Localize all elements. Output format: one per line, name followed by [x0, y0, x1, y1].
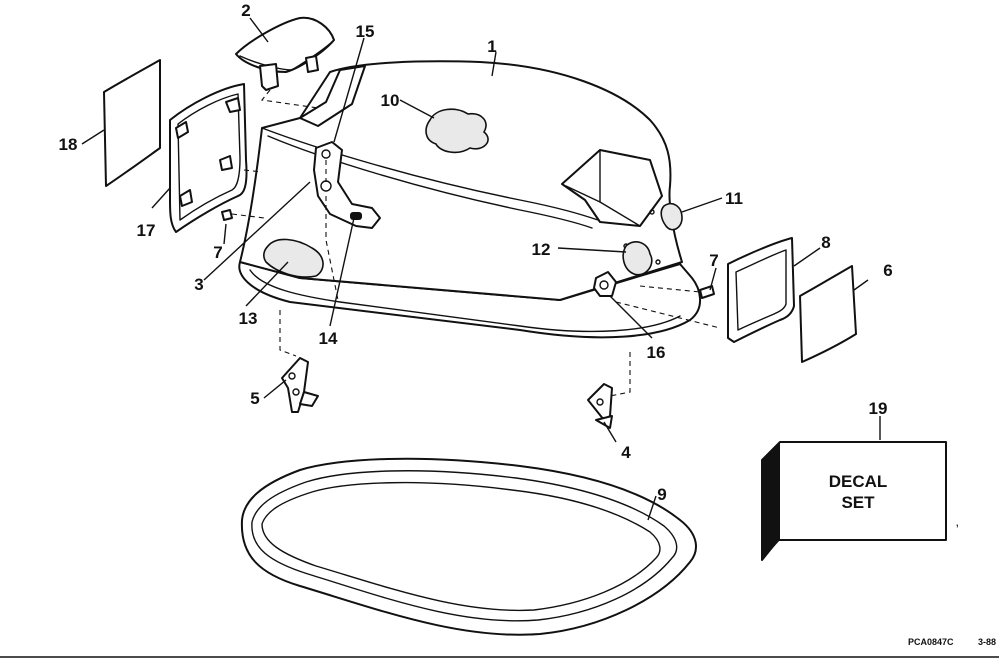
callout-14: 14 — [319, 329, 338, 348]
callout-12: 12 — [532, 240, 551, 259]
callouts: 1 2 3 4 5 6 7 7 8 9 10 11 12 13 14 15 16… — [59, 1, 893, 504]
side-decal-right — [799, 265, 857, 363]
callout-11: 11 — [725, 189, 743, 208]
top-sound-pad — [425, 108, 489, 154]
assembly-lines — [231, 89, 721, 397]
callout-18: 18 — [59, 135, 78, 154]
decal-set-line1: DECAL — [829, 472, 888, 491]
side-grille-left — [169, 83, 248, 233]
side-sound-pad — [660, 202, 683, 231]
callout-1: 1 — [487, 37, 496, 56]
footer-date: 3-88 — [978, 637, 996, 647]
callout-2: 2 — [241, 1, 250, 20]
callout-10: 10 — [381, 91, 400, 110]
callout-7-left: 7 — [213, 243, 222, 262]
side-decal-left — [103, 59, 161, 187]
inner-sound-pad — [622, 241, 653, 276]
decal-set-line2: SET — [841, 493, 875, 512]
callout-5: 5 — [250, 389, 259, 408]
callout-19: 19 — [869, 399, 888, 418]
callout-15: 15 — [356, 22, 375, 41]
side-grille-right — [727, 237, 795, 343]
callout-13: 13 — [239, 309, 258, 328]
callout-7-right: 7 — [709, 251, 718, 270]
callout-8: 8 — [821, 233, 830, 252]
callout-4: 4 — [621, 443, 631, 462]
grommet — [593, 271, 617, 297]
callout-9: 9 — [657, 485, 666, 504]
cover-seal — [240, 457, 697, 636]
cover-latch-handle — [235, 16, 335, 91]
callout-17: 17 — [137, 221, 156, 240]
leader-lines — [81, 17, 881, 521]
latch-lever-bracket — [313, 141, 381, 229]
engine-cover — [238, 60, 701, 339]
footer: PCA0847C 3-88 — [908, 637, 996, 647]
grille-screw-left — [221, 209, 233, 221]
svg-text:,: , — [956, 518, 959, 528]
callout-3: 3 — [194, 275, 203, 294]
front-latch-bracket — [281, 357, 319, 413]
footer-code: PCA0847C — [908, 637, 954, 647]
callout-6: 6 — [883, 261, 892, 280]
rear-latch-bracket — [587, 383, 613, 429]
front-sound-pad — [263, 238, 324, 278]
grille-screw-right — [699, 285, 715, 299]
decal-set-box: DECAL SET — [761, 441, 947, 561]
callout-16: 16 — [647, 343, 666, 362]
